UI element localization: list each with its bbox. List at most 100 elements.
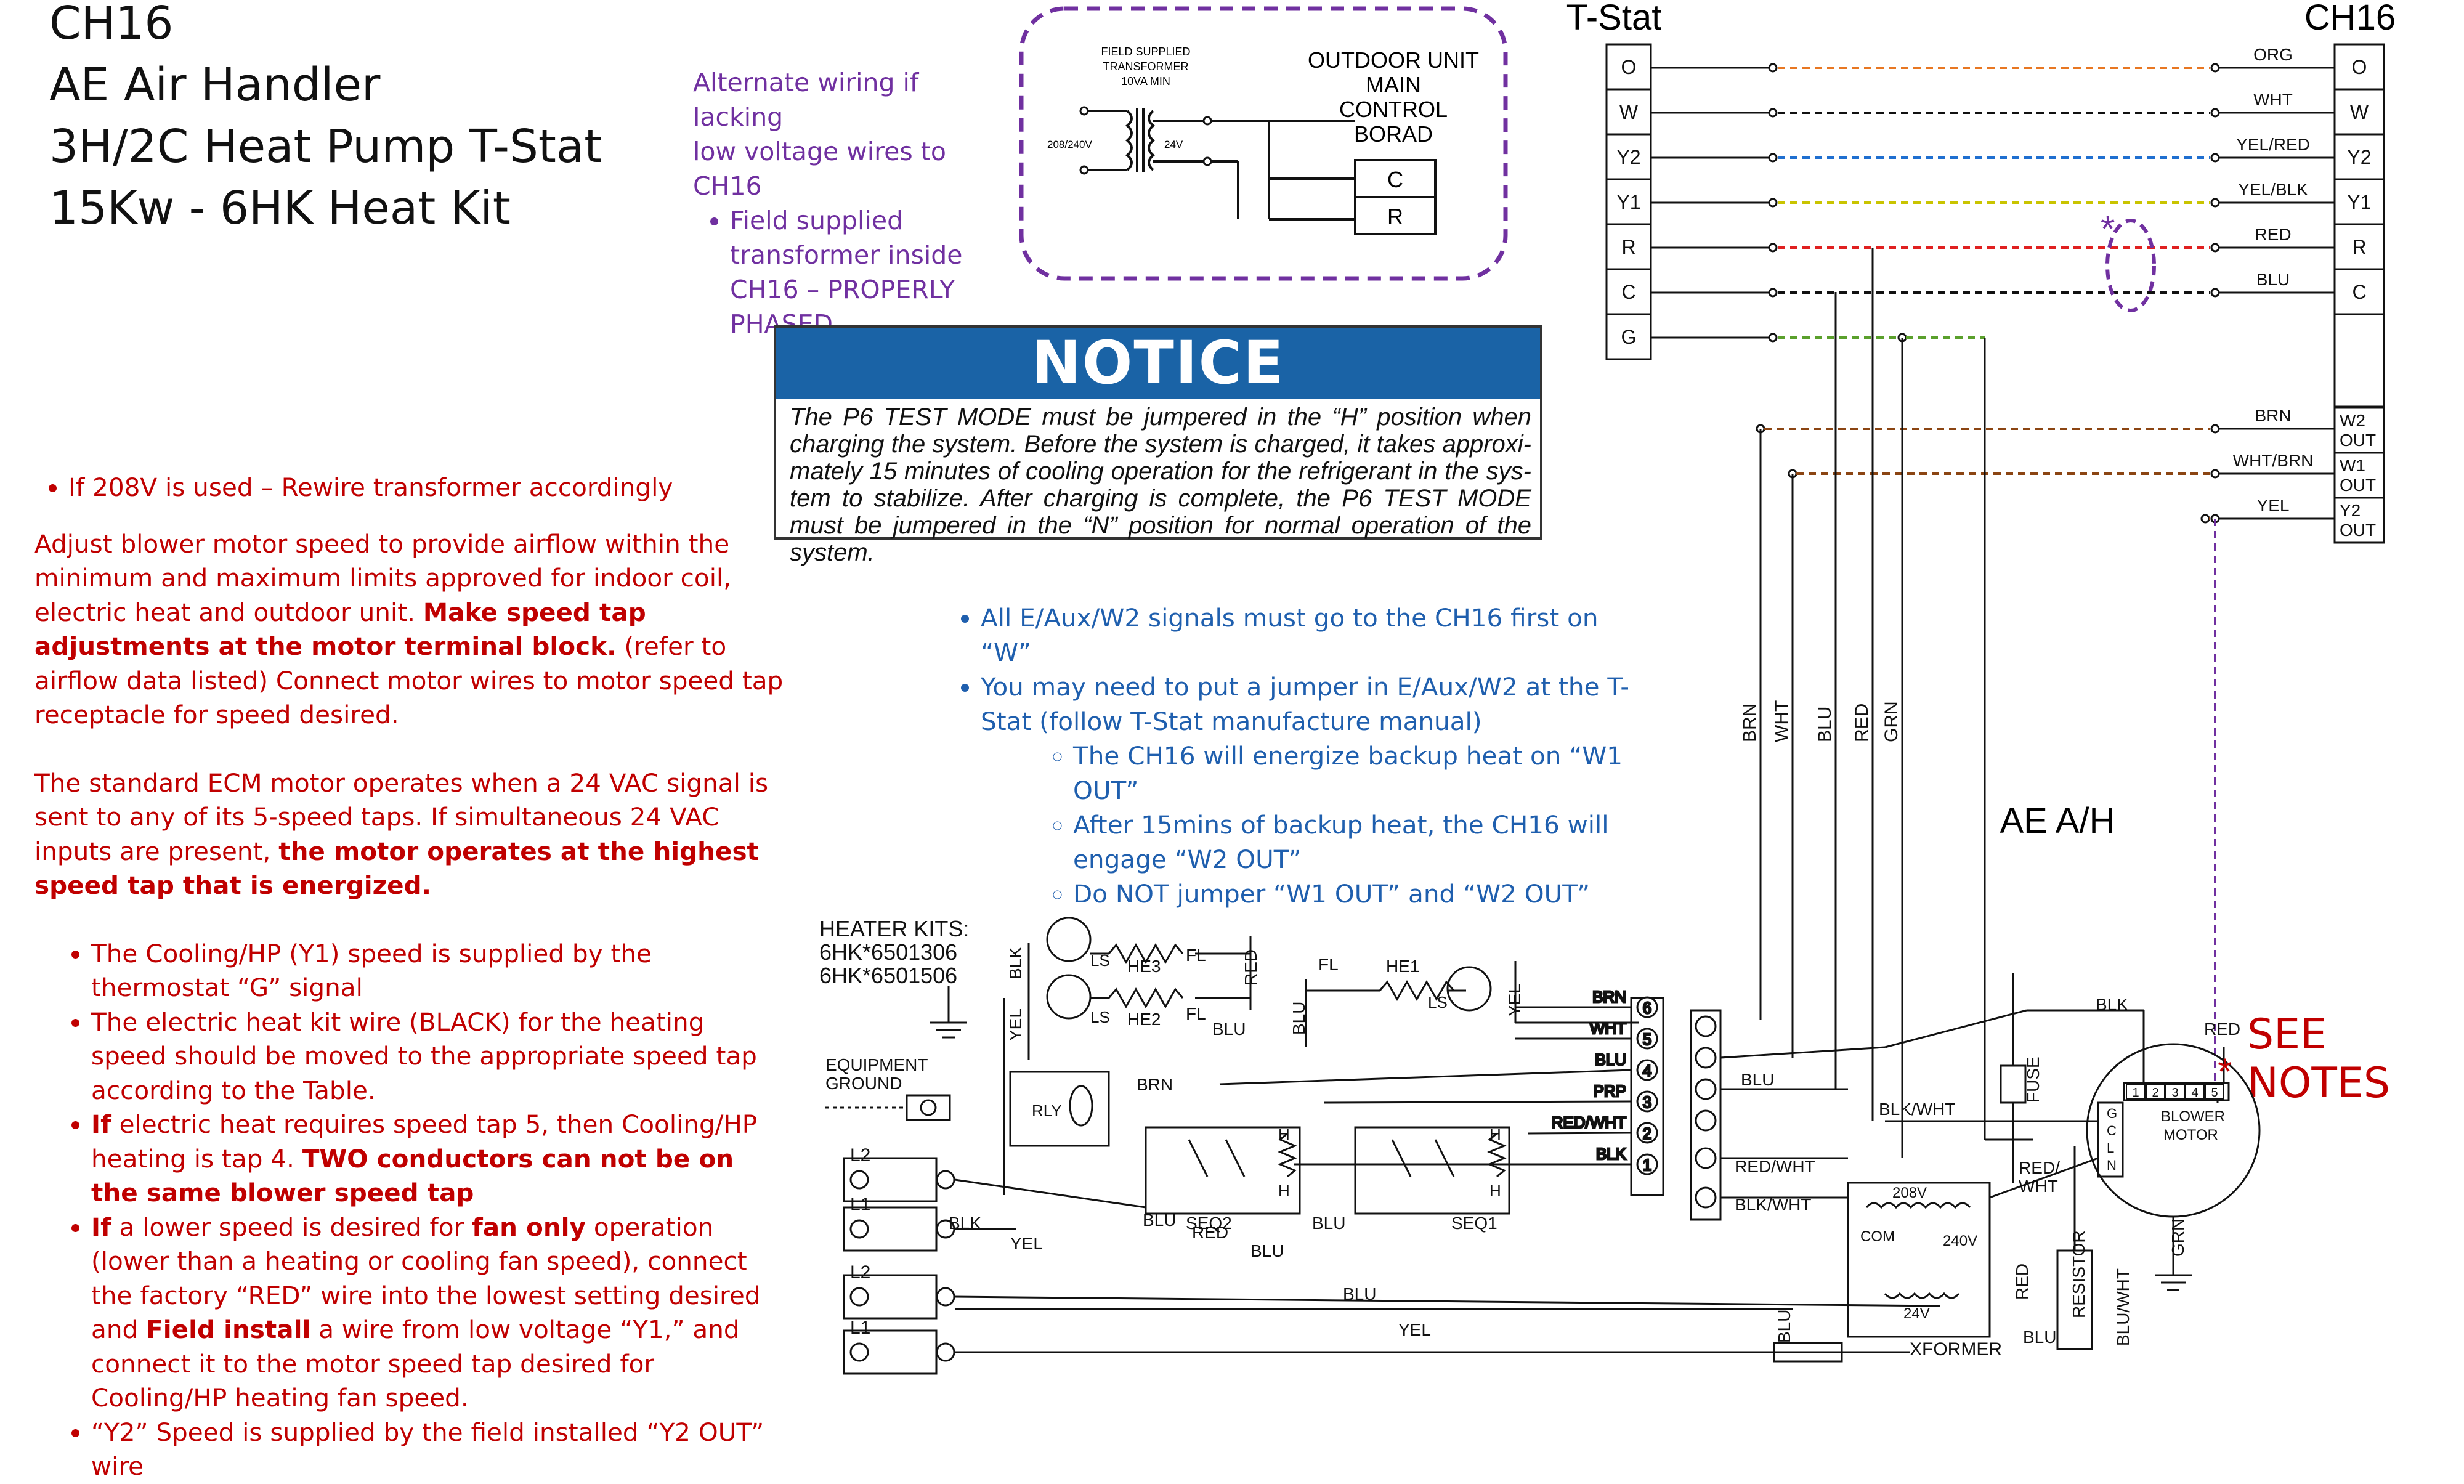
diagram-text-label: BRN <box>1137 1075 1173 1094</box>
ch16-terminal-y2 <box>2333 133 2385 180</box>
diagram-text-label: H <box>1278 1182 1290 1200</box>
ch16-terminal-r <box>2333 223 2385 270</box>
xformer <box>1847 1182 1991 1338</box>
diagram-text-label: BLU <box>1343 1284 1376 1304</box>
motor-speed-tap <box>2126 1084 2146 1100</box>
tstat-terminal-g <box>1605 313 1652 360</box>
heater-kit-2: 6HK*6501506 <box>819 963 957 988</box>
diagram-text-label: SEQ1 <box>1451 1214 1497 1233</box>
inset-secondary-label: 24V <box>1164 139 1183 150</box>
motor-speed-tap <box>2185 1084 2205 1100</box>
heater-kit: HEATER KITS: 6HK*6501306 6HK*6501506 EQU… <box>819 916 2261 1375</box>
wire-color-label: ORG <box>2253 45 2293 64</box>
diagram-text-label: BLK/WHT <box>1735 1195 1811 1214</box>
wire-color-label: YEL <box>2257 496 2290 515</box>
diagram-text-label: GRN <box>2168 1218 2187 1257</box>
diagram-text-label: LS <box>1090 951 1110 970</box>
sequencer-1 <box>1354 1126 1510 1215</box>
heater-element-he3 <box>1108 943 1184 965</box>
ls-he1 <box>1446 966 1492 1012</box>
inset-terminal-r-label: R <box>1387 204 1403 229</box>
motor-side-terminal-label: N <box>2107 1158 2117 1173</box>
title-line-3: 3H/2C Heat Pump T-Stat <box>49 120 602 173</box>
ch16-out-label: W1 <box>2340 456 2365 475</box>
ch16-out-label: OUT <box>2340 521 2376 540</box>
heater-element-he1 <box>1379 979 1455 1002</box>
equipment-ground-label2: GROUND <box>825 1074 902 1093</box>
vertical-wire-label: RED <box>1852 703 1872 742</box>
wire-connector <box>2210 469 2220 479</box>
heater-plug-pin-number: 3 <box>1643 1093 1651 1111</box>
blue-note-jumper: You may need to put a jumper in E/Aux/W2… <box>981 670 1639 739</box>
motor-side-terminal-label: C <box>2107 1123 2117 1138</box>
red-note-cooling-speed: The Cooling/HP (Y1) speed is supplied by… <box>91 937 786 1005</box>
tstat-terminal-y2 <box>1605 133 1652 180</box>
diagram-text-label: HE1 <box>1386 957 1419 976</box>
heater-plug-pin <box>1636 1090 1658 1113</box>
diagram-text-label: BLU/WHT <box>2113 1268 2133 1346</box>
tstat-terminal-r <box>1605 223 1652 270</box>
diagram-text-label: BLK <box>2096 995 2128 1014</box>
red-note-tap5: If electric heat requires speed tap 5, t… <box>91 1108 786 1210</box>
tstat-terminal-label: Y1 <box>1616 191 1640 213</box>
wire-connector <box>1768 333 1778 343</box>
ch16-terminal-label: Y1 <box>2347 191 2371 213</box>
diagram-text-label: HE2 <box>1127 1010 1161 1029</box>
tstat-terminal-label: O <box>1621 56 1637 78</box>
diagram-text-label: L1 <box>850 1318 870 1338</box>
wire-connector <box>2210 424 2220 434</box>
diagram-text-label: BLK <box>949 1214 981 1233</box>
diagram-text-label: FL <box>1186 946 1206 965</box>
diagram-text-label: BLU <box>1250 1241 1284 1260</box>
diagram-text-label: HE3 <box>1127 957 1161 976</box>
diagram-text-label: BLK <box>1006 947 1025 979</box>
ch16-out-label: Y2 <box>2340 501 2361 520</box>
transformer-inset: FIELD SUPPLIED TRANSFORMER 10VA MIN 208/… <box>1019 6 1508 281</box>
wire-color-label: YEL/BLK <box>2238 180 2308 199</box>
equipment-ground-label1: EQUIPMENT <box>825 1055 928 1074</box>
diagram-text-label: YEL <box>1505 984 1524 1016</box>
diagram-text-label: WHT <box>2019 1177 2058 1196</box>
heater-plug-pin-number: 6 <box>1643 999 1651 1017</box>
wiring-diagram: FIELD SUPPLIED TRANSFORMER 10VA MIN 208/… <box>819 0 2396 1375</box>
wire-connector <box>2210 153 2220 163</box>
inset-outdoor2: MAIN <box>1366 72 1421 97</box>
tstat-terminal-c <box>1605 268 1652 315</box>
heater-plug-pin <box>1636 1122 1658 1144</box>
inset-outdoor4: BORAD <box>1354 121 1433 147</box>
diagram-text-label: XFORMER <box>1910 1339 2002 1360</box>
wire-connector <box>1768 153 1778 163</box>
blue-note-w2-out: After 15mins of backup heat, the CH16 wi… <box>1073 808 1639 877</box>
blue-note-w-signals: All E/Aux/W2 signals must go to the CH16… <box>981 601 1639 670</box>
heater-plug-wire-label: PRP <box>1594 1082 1626 1100</box>
diagram-text-label: YEL <box>1398 1320 1431 1339</box>
wire-connector <box>2210 243 2220 253</box>
diagram-text-label: BLU <box>1775 1310 1794 1343</box>
heater-plug-pin-number: 5 <box>1643 1030 1651 1048</box>
wire-connector <box>2210 198 2220 208</box>
heater-plug-pin-number: 4 <box>1643 1061 1651 1080</box>
main-plug <box>1690 1009 1722 1221</box>
diagram-text-label: YEL <box>1010 1234 1043 1253</box>
inset-header3: 10VA MIN <box>1121 75 1170 87</box>
notice-heading: NOTICE <box>776 328 1540 399</box>
wire-connector <box>1768 63 1778 73</box>
title-line-2: AE Air Handler <box>49 59 381 112</box>
alternate-wiring-line1: Alternate wiring if lacking <box>693 68 919 132</box>
ch16-terminal-label: C <box>2352 281 2366 303</box>
diagram-text-label: BLU <box>1312 1214 1345 1233</box>
vertical-wire-label: GRN <box>1881 701 1902 742</box>
sequencer-2 <box>1145 1126 1301 1215</box>
wire-connector <box>1768 198 1778 208</box>
ch16-terminal-label: O <box>2352 56 2367 78</box>
diagram-text-label: FUSE <box>2024 1056 2043 1103</box>
diagram-text-label: LS <box>1090 1008 1110 1026</box>
ch16-out-terminal <box>2333 407 2385 454</box>
diagram-text-label: BLU <box>1289 1002 1308 1035</box>
motor-speed-tap-label: 3 <box>2171 1086 2178 1100</box>
heater-plug-wire-label: BLK <box>1596 1145 1627 1163</box>
diagram-text-label: RED <box>1241 949 1260 986</box>
inset-terminal-c-label: C <box>1387 167 1403 192</box>
